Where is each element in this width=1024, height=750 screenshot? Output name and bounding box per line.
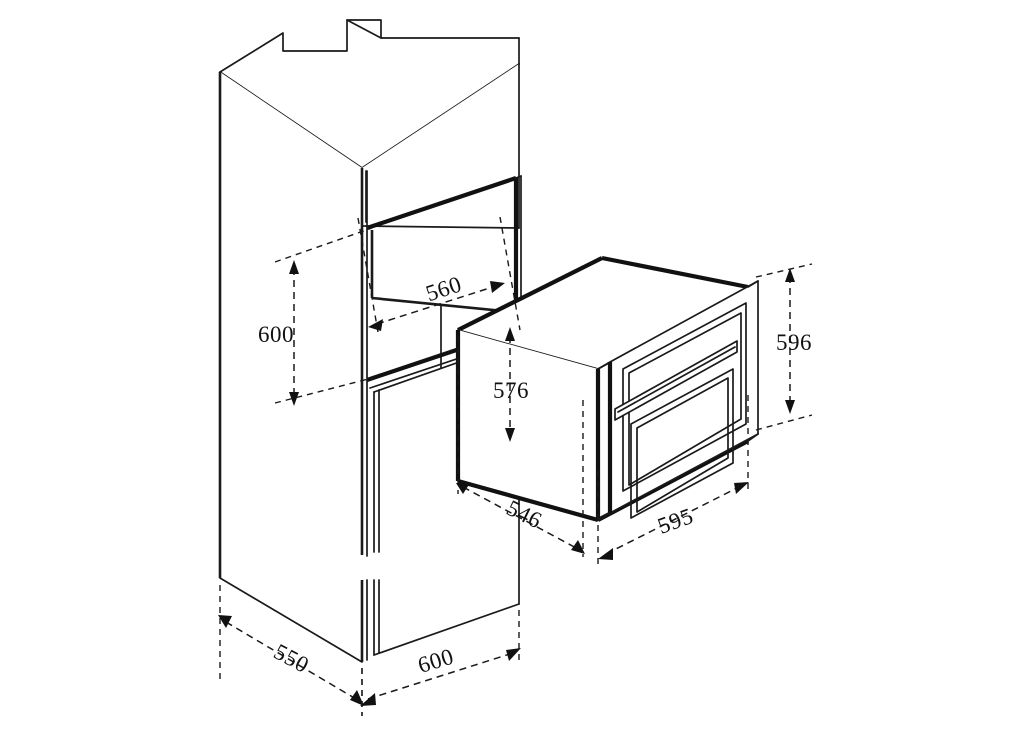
oven-handle-bar — [614, 340, 738, 421]
cabinet-left-bottom-edge — [219, 577, 363, 663]
oven-width-arrow-left — [598, 548, 613, 560]
niche-width-ext-right — [499, 216, 521, 331]
oven-depth-dim-line — [462, 486, 579, 550]
cabinet-width-arrow-left — [360, 693, 376, 706]
oven-window-frame-inner — [636, 377, 729, 513]
dimension-label-595-oven-width: 595 — [654, 503, 696, 539]
oven-depth-arrow-right — [571, 540, 585, 554]
dimension-label-560-niche-width: 560 — [423, 271, 465, 306]
cabinet-depth-dim-line — [225, 621, 357, 700]
oven-body-height-arrow-bottom — [505, 428, 515, 442]
niche-interior-back-top — [371, 296, 515, 314]
oven-unit — [455, 255, 759, 523]
niche-width-ext-left — [357, 217, 379, 333]
oven-handle-bar-shade — [617, 346, 736, 413]
oven-front-height-ext-bottom — [755, 414, 813, 431]
oven-top-back-right-edge — [601, 255, 749, 290]
oven-top-back-left-edge — [457, 256, 603, 332]
oven-door-front-face-top — [609, 280, 759, 363]
cabinet-depth-arrow-left — [218, 615, 232, 628]
dimension-oven-front-height: 596 — [755, 263, 813, 431]
niche-height-arrow-bottom — [289, 392, 299, 406]
oven-front-height-arrow-bottom — [785, 400, 795, 414]
oven-window-frame-outer — [630, 368, 734, 519]
dimension-label-550-cabinet-depth: 550 — [270, 639, 314, 678]
dimension-oven-body-height: 576 — [493, 327, 529, 442]
dimension-niche-height: 600 — [258, 227, 373, 406]
oven-side-bottom-edge — [457, 478, 599, 523]
cabinet-width-dim-line — [367, 652, 514, 700]
oven-door-inner-frame-inner — [628, 312, 742, 486]
cabinet-front-upper-bottom — [361, 225, 520, 229]
niche-width-arrow-right — [490, 281, 505, 293]
niche-top-edge — [366, 176, 517, 230]
oven-door-thickness-bottom-left — [597, 512, 611, 521]
oven-front-height-ext-top — [755, 263, 813, 278]
dimension-label-576-oven-body-height: 576 — [493, 378, 529, 403]
oven-depth-arrow-left — [456, 483, 470, 494]
cabinet-lower-door-bottom — [373, 603, 520, 656]
dimension-label-600-niche-height: 600 — [258, 322, 294, 347]
oven-door-thickness-top-right — [747, 280, 759, 288]
cabinet-depth-arrow-right — [350, 690, 364, 706]
niche-height-arrow-top — [289, 260, 299, 274]
niche-width-arrow-left — [368, 319, 383, 331]
dimension-label-596-oven-front-height: 596 — [776, 330, 812, 355]
oven-width-dim-line — [605, 485, 742, 555]
cabinet-top-inner-notch-edge — [346, 19, 382, 39]
oven-body-height-arrow-top — [505, 327, 515, 341]
oven-door-thickness-bottom-right — [747, 433, 759, 442]
niche-right-top-connector — [515, 175, 522, 179]
niche-height-ext-bottom — [274, 377, 373, 404]
oven-door-inner-frame-outer — [622, 302, 747, 492]
cabinet-top-face — [219, 19, 520, 73]
cabinet-width-arrow-right — [506, 648, 521, 661]
oven-width-arrow-right — [734, 482, 749, 494]
niche-width-dim-line — [376, 285, 497, 325]
oven-front-height-arrow-top — [785, 268, 795, 282]
